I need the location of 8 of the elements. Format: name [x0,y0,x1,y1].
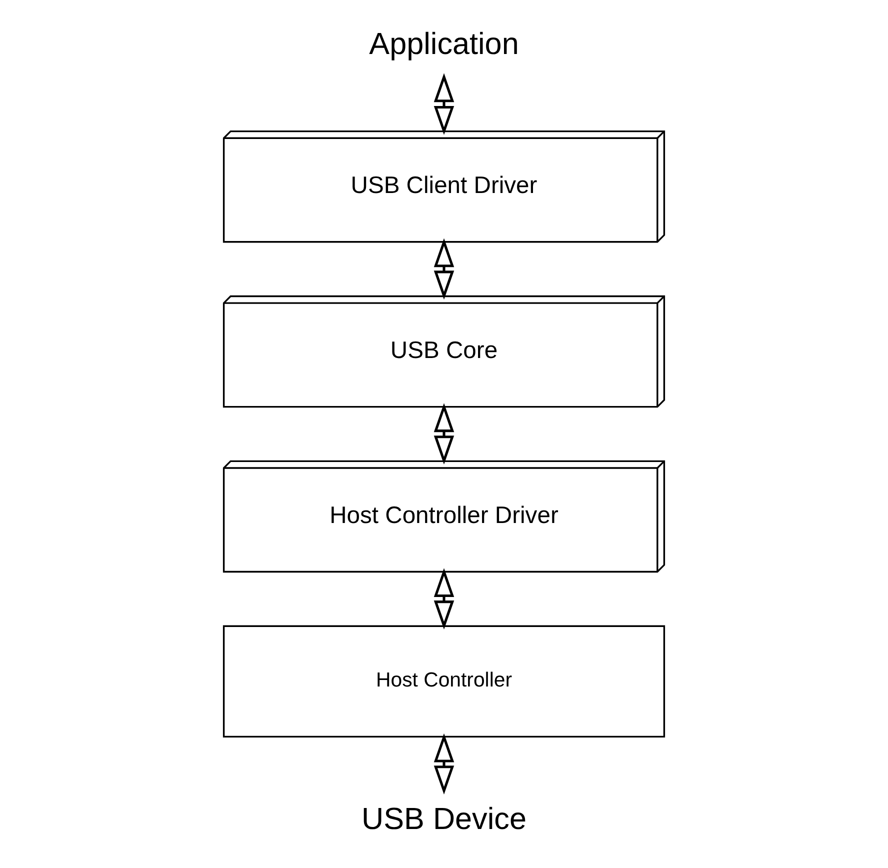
arrow [434,403,454,465]
arrow [434,733,454,795]
node-box: Host Controller [222,625,666,738]
node-text: USB Device [362,802,526,836]
node-text: Application [369,26,519,61]
arrow [434,568,454,630]
arrow [434,238,454,300]
arrow [434,73,454,135]
